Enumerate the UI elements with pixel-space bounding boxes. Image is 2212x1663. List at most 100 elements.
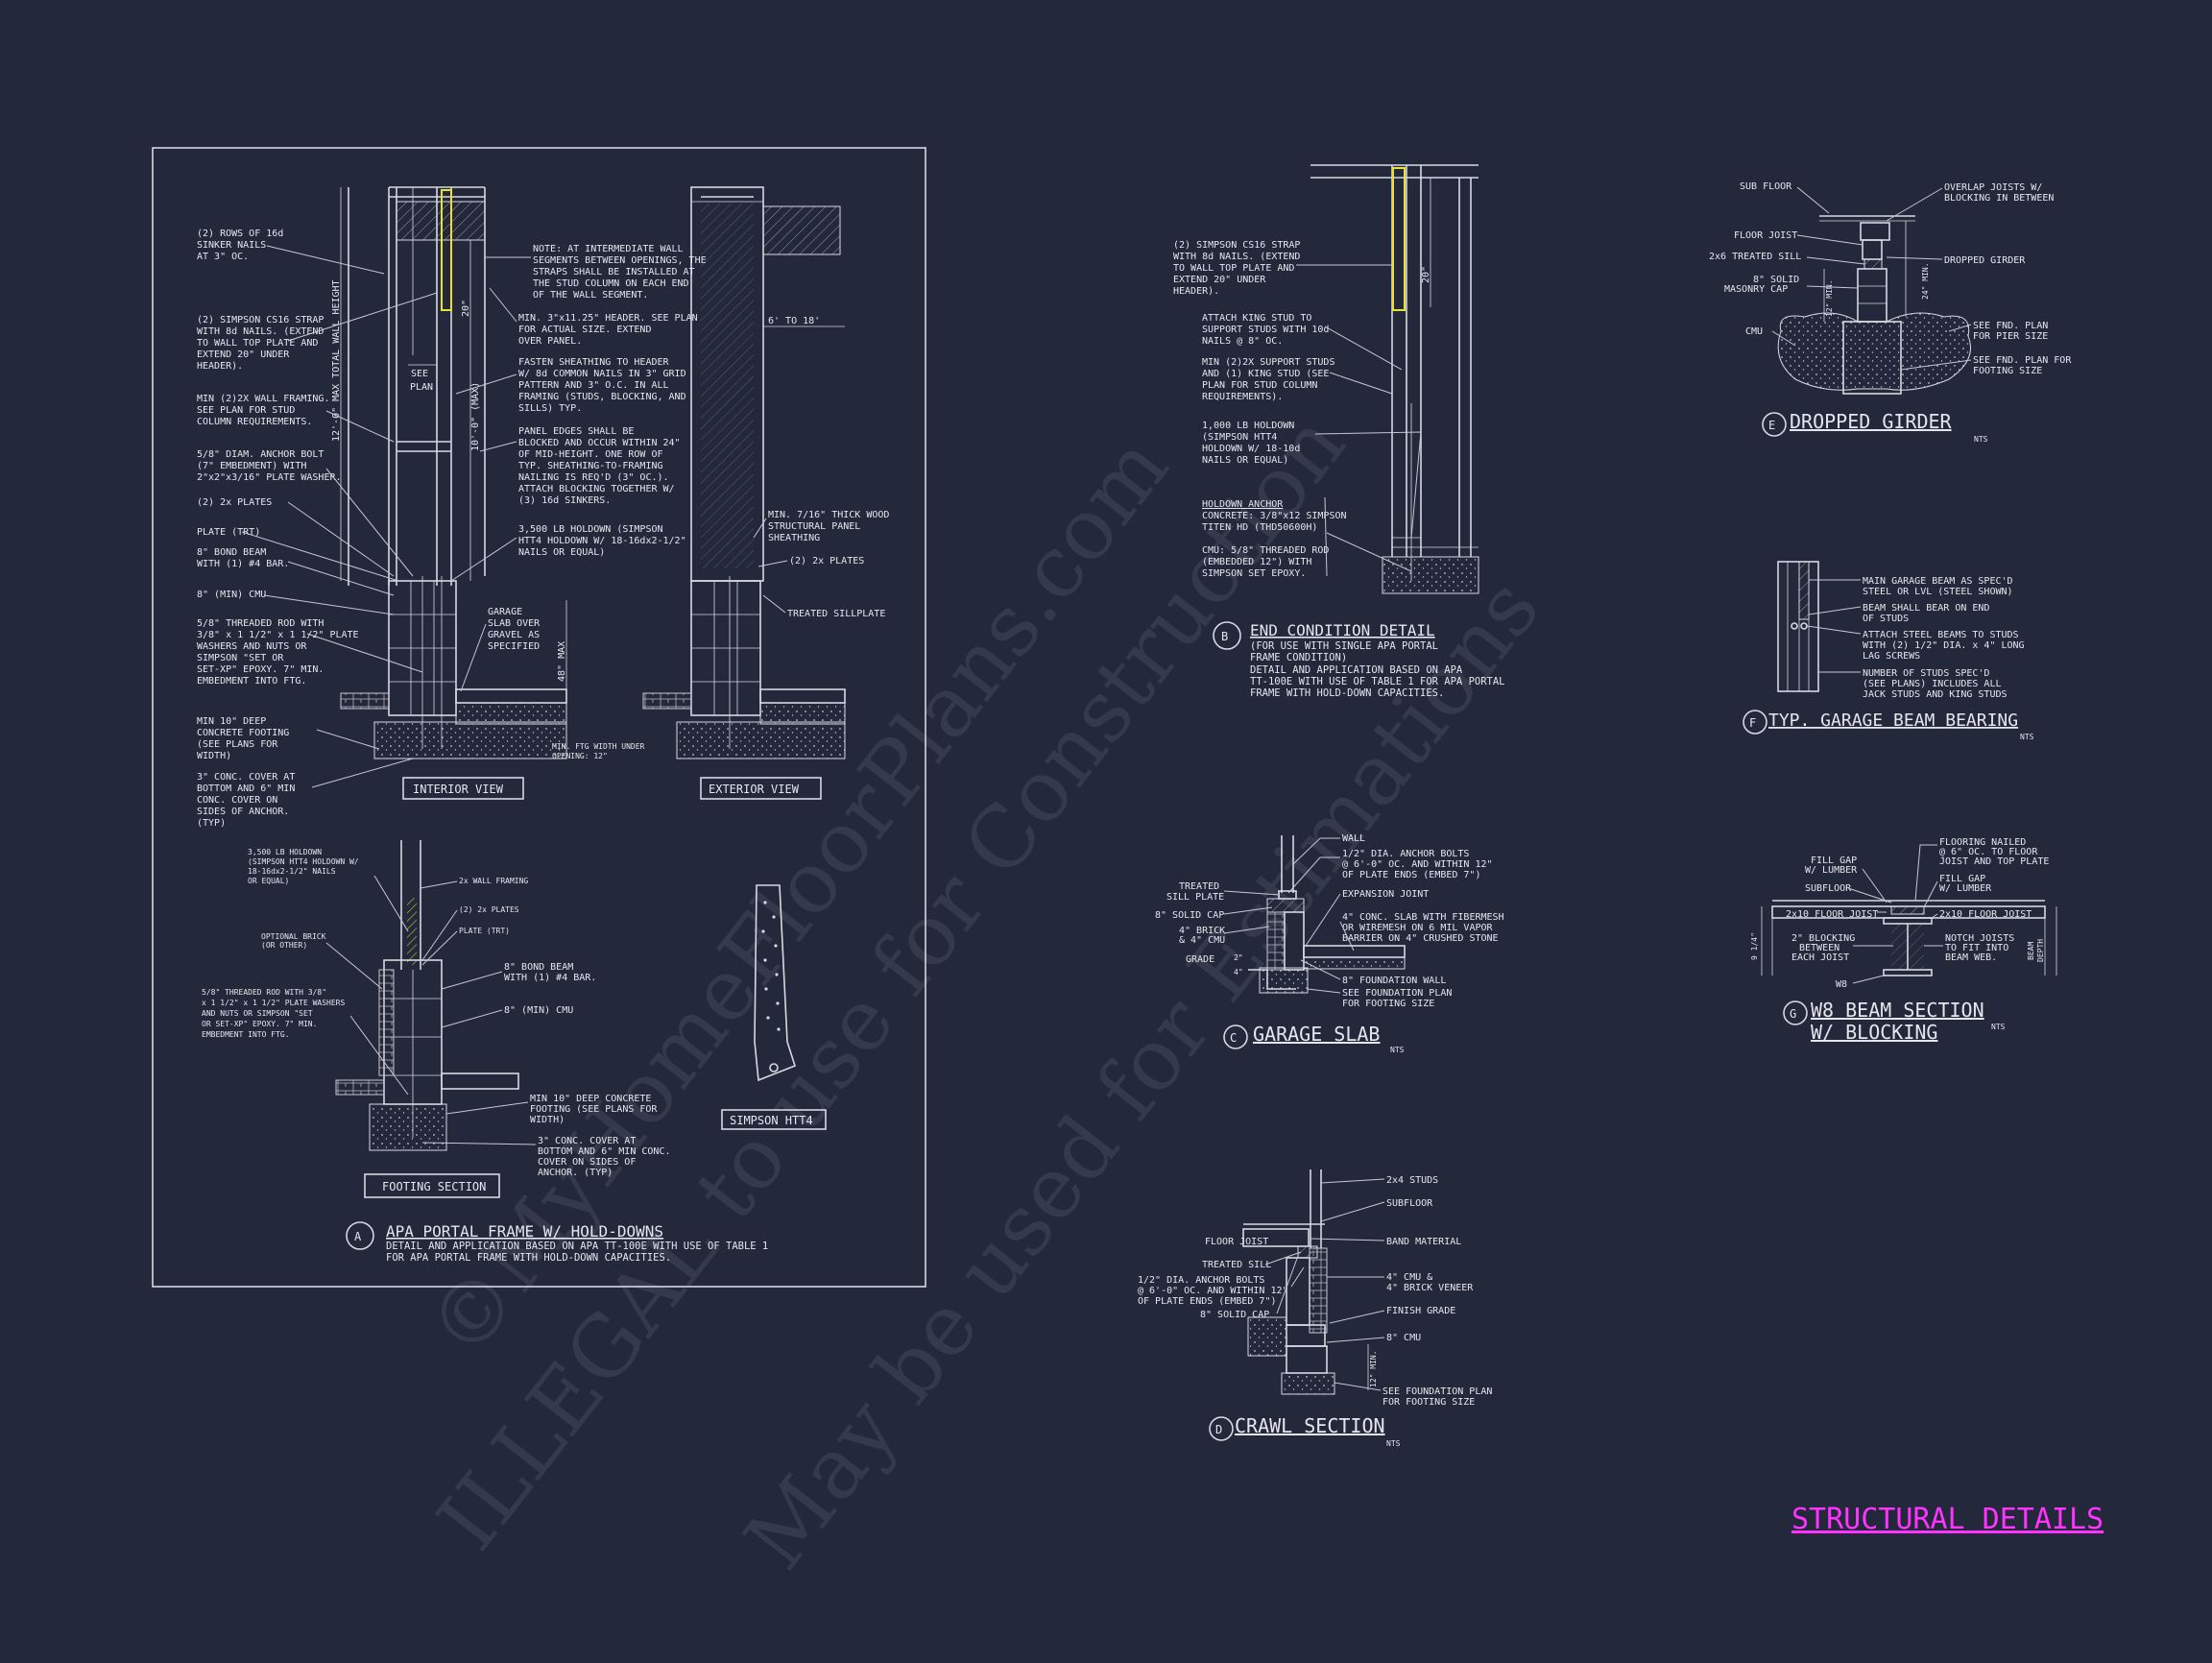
detail-c-drawing: 4" 2" xyxy=(1234,835,1406,994)
dim-g-914: 9 1/4" xyxy=(1750,932,1759,960)
note-g-r0-2: JOIST AND TOP PLATE xyxy=(1939,856,2049,867)
note-e-r3-1: FOOTING SIZE xyxy=(1973,366,2042,376)
simpson-htt4-drawing xyxy=(754,884,796,1082)
note-f-1-1: OF STUDS xyxy=(1863,614,1909,624)
detail-b-subtitle-2: DETAIL AND APPLICATION BASED ON APA xyxy=(1250,664,1463,676)
dim-g-beam: BEAM xyxy=(2027,942,2035,960)
note-d-r6-0: SEE FOUNDATION PLAN xyxy=(1382,1386,1492,1397)
note-a-l9-0: MIN 10" DEEP xyxy=(197,716,266,727)
interior-view-drawing: 12'-0" MAX TOTAL WALL HEIGHT 20" 10'-0" … xyxy=(331,186,567,759)
note-a-m6-0: MIN. FTG WIDTH UNDER xyxy=(552,742,645,751)
label-exterior-view: EXTERIOR VIEW xyxy=(709,783,800,796)
dim-c-4: 4" xyxy=(1234,968,1243,976)
note-e-l3: 8" SOLID xyxy=(1753,275,1799,285)
detail-b-subtitle-0: (FOR USE WITH SINGLE APA PORTAL xyxy=(1250,640,1438,652)
note-c-r2-0: EXPANSION JOINT xyxy=(1342,889,1429,900)
note-a-r0-1: STRUCTURAL PANEL xyxy=(768,521,860,532)
note-d-l2-0: 1/2" DIA. ANCHOR BOLTS xyxy=(1138,1275,1264,1286)
note-a-f1-1: (OR OTHER) xyxy=(261,941,307,950)
note-c-l2: 8" SOLID CAP xyxy=(1155,910,1224,921)
note-a-l9-2: (SEE PLANS FOR xyxy=(197,739,278,750)
detail-g-drawing: 9 1/4" BEAM DEPTH xyxy=(1750,900,2057,976)
note-a-l1-2: TO WALL TOP PLATE AND xyxy=(197,338,318,349)
dim-g-depth: DEPTH xyxy=(2036,939,2045,962)
note-a-f7-0: 8" (MIN) CMU xyxy=(504,1005,573,1016)
note-g-l3-0: 2" BLOCKING xyxy=(1791,933,1855,944)
note-a-l0-1: SINKER NAILS xyxy=(197,240,266,251)
note-b-4-0: HOLDOWN ANCHOR xyxy=(1202,499,1284,510)
detail-b-title-text: END CONDITION DETAIL xyxy=(1250,621,1435,639)
note-a-f2-1: x 1 1/2" x 1 1/2" PLATE WASHERS xyxy=(202,999,345,1007)
note-a-r2-0: TREATED SILLPLATE xyxy=(787,609,885,619)
detail-e-notes: SUB FLOOR FLOOR JOIST 2x6 TREATED SILL 8… xyxy=(1709,181,2072,376)
note-c-r5-0: SEE FOUNDATION PLAN xyxy=(1342,988,1452,999)
detail-g-nts: NTS xyxy=(1991,1023,2006,1031)
detail-a-subtitle-1: DETAIL AND APPLICATION BASED ON APA TT-1… xyxy=(386,1241,768,1252)
note-a-f2-0: 5/8" THREADED ROD WITH 3/8" xyxy=(202,988,326,997)
detail-d: 12" MIN. FLOOR JOIST TREATED SILL 1/2" D… xyxy=(1138,1169,1492,1448)
detail-a-title: A APA PORTAL FRAME W/ HOLD-DOWNS DETAIL … xyxy=(346,1221,768,1264)
detail-f-notes: MAIN GARAGE BEAM AS SPEC'D STEEL OR LVL … xyxy=(1806,576,2025,700)
detail-f-title: F TYP. GARAGE BEAM BEARING NTS xyxy=(1743,710,2034,741)
detail-b-subtitle-3: TT-100E WITH USE OF TABLE 1 FOR APA PORT… xyxy=(1250,676,1505,687)
note-a-f6-0: 8" BOND BEAM xyxy=(504,962,573,973)
note-g-r3-1: TO FIT INTO xyxy=(1945,943,2008,953)
detail-e-nts: NTS xyxy=(1974,435,1988,444)
note-a-m5-2: GRAVEL AS xyxy=(488,630,540,640)
note-a-m3-2: OF MID-HEIGHT. ONE ROW OF xyxy=(518,449,663,460)
note-a-m0-0: NOTE: AT INTERMEDIATE WALL xyxy=(533,244,684,254)
note-a-l5-0: PLATE (TRT) xyxy=(197,527,260,538)
note-f-3-2: JACK STUDS AND KING STUDS xyxy=(1863,689,2008,700)
note-b-0-0: (2) SIMPSON CS16 STRAP xyxy=(1173,240,1300,251)
detail-f-title-text: TYP. GARAGE BEAM BEARING xyxy=(1768,711,2018,731)
note-c-r3-2: BARRIER ON 4" CRUSHED STONE xyxy=(1342,933,1499,944)
note-c-r1-1: @ 6'-0" OC. AND WITHIN 12" xyxy=(1342,859,1493,870)
note-c-r1-2: OF PLATE ENDS (EMBED 7") xyxy=(1342,870,1481,880)
note-a-r0-0: MIN. 7/16" THICK WOOD xyxy=(768,510,889,520)
detail-d-nts: NTS xyxy=(1386,1439,1401,1448)
note-d-r3-0: 4" CMU & xyxy=(1386,1272,1432,1283)
note-a-l3-2: 2"x2"x3/16" PLATE WASHER. xyxy=(197,472,342,483)
detail-a-letter: A xyxy=(354,1230,362,1243)
note-a-f8-2: WIDTH) xyxy=(530,1115,565,1125)
note-b-1-0: ATTACH KING STUD TO xyxy=(1202,313,1311,324)
detail-e: 24" MIN. 12" MIN. SUB FLOOR FLOOR JOIST … xyxy=(1709,181,2072,444)
detail-e-bubble xyxy=(1762,412,1787,437)
detail-d-letter: D xyxy=(1215,1423,1222,1436)
note-d-l1: TREATED SILL xyxy=(1202,1260,1271,1270)
note-a-m1-0: MIN. 3"x11.25" HEADER. SEE PLAN xyxy=(518,313,698,324)
note-c-r1-0: 1/2" DIA. ANCHOR BOLTS xyxy=(1342,849,1469,859)
note-a-l8-2: WASHERS AND NUTS OR xyxy=(197,641,307,652)
note-e-r0-1: BLOCKING IN BETWEEN xyxy=(1944,193,2054,204)
note-a-f2-4: EMBEDMENT INTO FTG. xyxy=(202,1030,290,1039)
note-a-m2-4: SILLS) TYP. xyxy=(518,403,582,414)
note-a-f4-0: (2) 2x PLATES xyxy=(459,905,519,914)
detail-c-letter: C xyxy=(1230,1031,1237,1045)
note-e-l0: SUB FLOOR xyxy=(1740,181,1792,192)
note-b-2-3: REQUIREMENTS). xyxy=(1202,392,1283,402)
note-b-2-1: AND (1) KING STUD (SEE xyxy=(1202,369,1329,379)
note-a-f0-2: 18-16dx2-1/2" NAILS xyxy=(248,867,336,876)
note-a-f9-1: BOTTOM AND 6" MIN CONC. xyxy=(538,1146,670,1157)
dim-d-12min: 12" MIN. xyxy=(1369,1350,1378,1387)
note-f-3-0: NUMBER OF STUDS SPEC'D xyxy=(1863,668,1989,679)
note-a-f0-1: (SIMPSON HTT4 HOLDOWN W/ xyxy=(248,857,359,866)
note-a-l8-4: SET-XP" EPOXY. 7" MIN. xyxy=(197,664,324,675)
note-a-m2-3: FRAMING (STUDS, BLOCKING, AND xyxy=(518,392,686,402)
dim-48max: 48" MAX xyxy=(557,641,567,682)
note-g-l2-0: 2x10 FLOOR JOIST xyxy=(1786,909,1878,920)
detail-g: 9 1/4" BEAM DEPTH FILL GAP W/ LUMBER SUB… xyxy=(1750,837,2057,1044)
note-g-l3-1: BETWEEN xyxy=(1799,943,1839,953)
note-a-l8-3: SIMPSON "SET OR xyxy=(197,653,284,663)
note-a-l10-1: BOTTOM AND 6" MIN xyxy=(197,783,295,794)
detail-c-title-text: GARAGE SLAB xyxy=(1253,1023,1380,1046)
note-a-l9-3: WIDTH) xyxy=(197,751,231,761)
note-a-m4-0: 3,500 LB HOLDOWN (SIMPSON xyxy=(518,524,663,535)
note-a-l10-3: SIDES OF ANCHOR. xyxy=(197,807,289,817)
note-e-r2-0: SEE FND. PLAN xyxy=(1973,321,2048,331)
note-a-l3-0: 5/8" DIAM. ANCHOR BOLT xyxy=(197,449,324,460)
note-a-m3-1: BLOCKED AND OCCUR WITHIN 24" xyxy=(518,438,681,448)
detail-b-letter: B xyxy=(1221,630,1228,643)
dim-6to18: 6' TO 18' xyxy=(768,316,820,326)
